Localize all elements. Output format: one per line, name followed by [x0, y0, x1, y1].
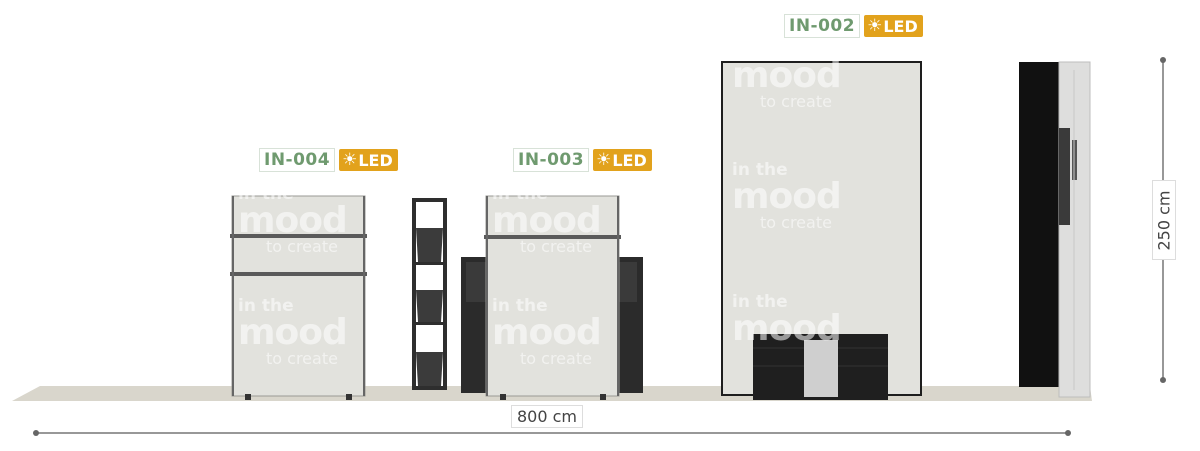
led-badge: ☀LED [593, 149, 652, 171]
sun-icon: ☀ [596, 150, 612, 170]
booth-code: IN-003 [513, 148, 590, 172]
brochure-stand [412, 198, 447, 390]
side-tower [1019, 61, 1091, 398]
booth-tag-in-003: IN-003 ☀LED [513, 148, 652, 172]
counter-in-004 [230, 195, 367, 400]
led-label: LED [883, 16, 918, 36]
booth-code: IN-004 [259, 148, 336, 172]
counter-in-003 [461, 195, 643, 400]
height-value: 250 cm [1154, 189, 1174, 251]
led-badge: ☀LED [339, 149, 398, 171]
sun-icon: ☀ [342, 150, 358, 170]
led-badge: ☀LED [864, 15, 923, 37]
height-dimension-label: 250 cm [1152, 180, 1176, 260]
wall-in-002 [721, 61, 922, 400]
booth-code: IN-002 [784, 14, 861, 38]
booth-tag-in-004: IN-004 ☀LED [259, 148, 398, 172]
led-label: LED [612, 150, 647, 170]
led-label: LED [358, 150, 393, 170]
width-dimension-line [33, 430, 1071, 436]
booth-tag-in-002: IN-002 ☀LED [784, 14, 923, 38]
width-dimension-label: 800 cm [511, 405, 584, 428]
sun-icon: ☀ [867, 16, 883, 36]
